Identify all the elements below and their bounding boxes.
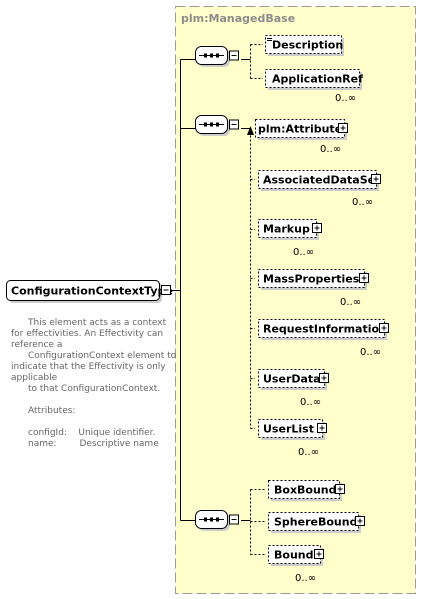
element-label: plm:Attribute xyxy=(258,123,342,136)
expand-icon[interactable] xyxy=(338,123,348,133)
sequence-compositor-2[interactable] xyxy=(195,115,239,137)
root-element-label: ConfigurationContextType xyxy=(11,285,173,298)
element-bound[interactable]: Bound 0..∞ xyxy=(268,545,324,585)
documentation: This element acts as a context for effec… xyxy=(11,318,177,449)
element-label: SphereBound xyxy=(274,516,357,529)
expand-icon[interactable] xyxy=(371,174,381,184)
svg-text:reference a: reference a xyxy=(11,340,62,350)
svg-text:Attributes:: Attributes: xyxy=(28,406,75,416)
expand-icon[interactable] xyxy=(379,323,389,333)
element-label: UserList xyxy=(263,423,314,436)
element-label: BoxBound xyxy=(274,484,337,497)
sequence-compositor-3[interactable] xyxy=(195,510,239,532)
cardinality-label: 0..∞ xyxy=(298,447,319,458)
svg-text:configId: Unique identifier: configId: Unique identifier. xyxy=(28,428,155,438)
root-element[interactable]: ConfigurationContextType xyxy=(6,280,173,304)
expand-icon[interactable] xyxy=(355,516,365,526)
svg-text:for effectivities. An Effectiv: for effectivities. An Effectivity can xyxy=(11,329,163,339)
element-label: Markup xyxy=(263,223,310,236)
cardinality-label: 0..∞ xyxy=(360,347,381,358)
collapse-icon[interactable] xyxy=(161,285,171,295)
element-boxbound[interactable]: BoxBound xyxy=(268,480,345,502)
expand-icon[interactable] xyxy=(335,484,345,494)
cardinality-label: 0..∞ xyxy=(295,573,316,584)
expand-icon[interactable] xyxy=(314,549,324,559)
cardinality-label: 0..∞ xyxy=(293,247,314,258)
element-spherebound[interactable]: SphereBound xyxy=(268,512,365,534)
connectors xyxy=(171,59,251,521)
svg-text:name: Descriptive name: name: Descriptive name xyxy=(28,439,159,449)
element-label: ApplicationRef xyxy=(272,73,363,86)
element-label: UserData xyxy=(263,373,321,386)
svg-text:indicate that the Effectivity: indicate that the Effectivity is only xyxy=(11,362,166,372)
element-userdata[interactable]: UserData 0..∞ xyxy=(258,369,329,409)
sequence-compositor-1[interactable] xyxy=(195,46,239,68)
expand-icon[interactable] xyxy=(312,223,322,233)
element-label: RequestInformation xyxy=(263,323,387,336)
arrow-head xyxy=(247,126,254,135)
svg-text:to that ConfigurationContext.: to that ConfigurationContext. xyxy=(28,384,160,394)
svg-text:This element acts as a context: This element acts as a context xyxy=(27,318,167,328)
expand-icon[interactable] xyxy=(317,423,327,433)
element-label: Bound xyxy=(274,549,313,562)
cardinality-label: 0..∞ xyxy=(340,297,361,308)
group-connectors-1 xyxy=(250,44,263,79)
element-label: Description xyxy=(272,39,343,52)
element-description[interactable]: Description xyxy=(265,35,345,57)
element-label: MassProperties xyxy=(263,273,360,286)
base-type-panel xyxy=(175,6,416,594)
element-massproperties[interactable]: MassProperties 0..∞ xyxy=(258,269,369,309)
element-requestinformation[interactable]: RequestInformation 0..∞ xyxy=(258,319,389,359)
base-type-label: plm:ManagedBase xyxy=(181,12,295,25)
group-connectors-2 xyxy=(250,131,255,429)
element-applicationref[interactable]: ApplicationRef 0..∞ xyxy=(265,69,364,105)
expand-icon[interactable] xyxy=(359,273,369,283)
element-userlist[interactable]: UserList 0..∞ xyxy=(258,419,327,459)
svg-text:ConfigurationContext element t: ConfigurationContext element to xyxy=(28,351,177,361)
cardinality-label: 0..∞ xyxy=(300,397,321,408)
cardinality-label: 0..∞ xyxy=(320,144,341,155)
svg-text:applicable: applicable xyxy=(11,373,58,383)
group-connectors-3 xyxy=(250,489,266,555)
element-label: AssociatedDataSet xyxy=(263,174,380,187)
element-markup[interactable]: Markup 0..∞ xyxy=(258,219,322,259)
cardinality-label: 0..∞ xyxy=(352,197,373,208)
element-plm-attribute[interactable]: plm:Attribute 0..∞ xyxy=(255,119,348,156)
expand-icon[interactable] xyxy=(319,373,329,383)
element-associateddataset[interactable]: AssociatedDataSet 0..∞ xyxy=(258,170,381,209)
cardinality-label: 0..∞ xyxy=(335,93,356,104)
